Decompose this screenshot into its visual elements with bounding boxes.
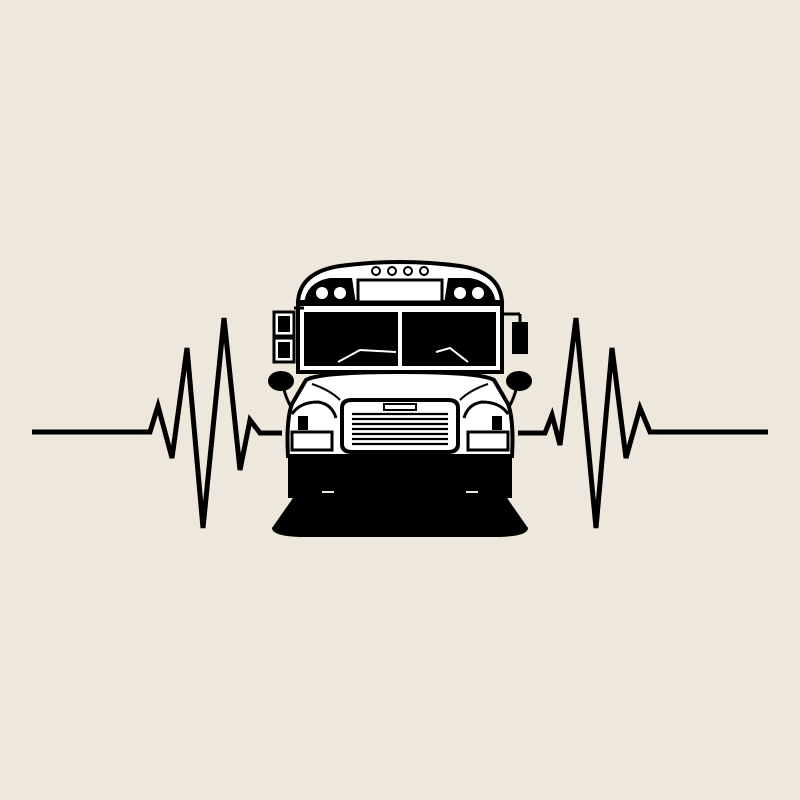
bumper-notch-left [288,486,324,498]
school-bus [268,260,532,537]
heartbeat-line-right [518,317,768,529]
warning-light-left-2 [334,287,346,299]
grille-emblem [383,403,417,411]
marker-light-2 [387,266,397,276]
crossover-mirror-right [506,371,532,391]
windshield-right [402,312,496,366]
hood-crease-right [459,383,489,401]
warning-light-left-1 [316,287,328,299]
fender-left [290,400,338,419]
heartbeat-line-left [32,317,282,529]
marker-light-4 [419,266,429,276]
bus-bumper [288,456,512,490]
wiper-right [435,346,469,363]
turn-signal-left [298,416,308,430]
side-mirror-right [512,322,528,354]
wiper-left [337,348,397,363]
warning-light-right-2 [472,287,484,299]
marker-light-3 [403,266,413,276]
headlight-right [466,430,510,452]
bus-shadow [272,488,528,537]
destination-sign [356,278,444,304]
windshield-left [304,312,398,366]
warning-light-right-1 [454,287,466,299]
grille-slats [352,412,448,446]
headlight-left [290,430,334,452]
hood-crease-left [311,383,341,401]
marker-light-1 [371,266,381,276]
turn-signal-right [492,416,502,430]
crossover-mirror-left [268,371,294,391]
bumper-notch-right [476,486,512,498]
side-light-left-bottom-fill [278,342,290,358]
side-light-left-top-fill [278,316,290,332]
fender-right [462,400,510,419]
